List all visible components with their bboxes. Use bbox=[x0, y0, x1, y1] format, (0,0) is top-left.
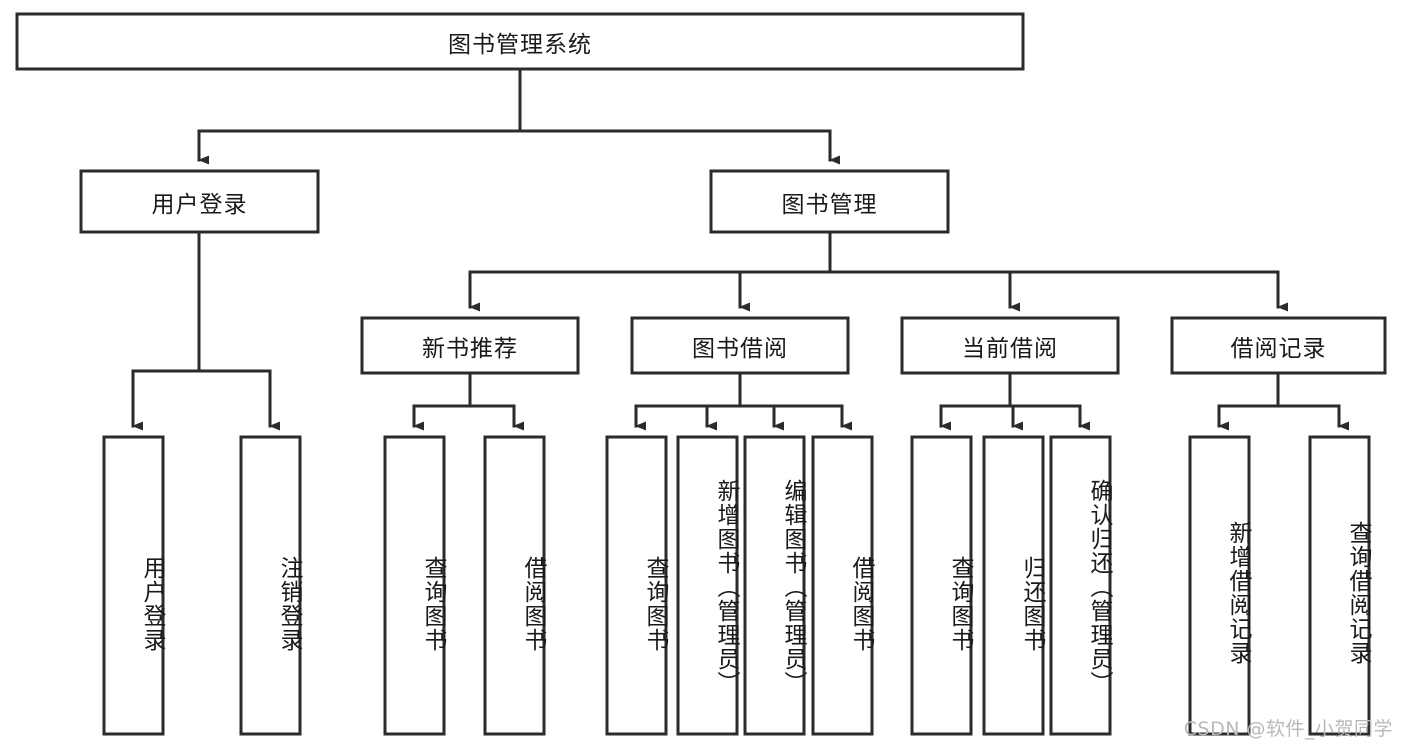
node-book-management[interactable] bbox=[709, 169, 950, 234]
connector-group-borrow-record bbox=[1217, 371, 1349, 431]
connector-group-new-book-recommend bbox=[412, 371, 524, 431]
node-leaf-add-borrow-record[interactable] bbox=[1188, 435, 1251, 736]
node-new-book-recommend[interactable] bbox=[360, 316, 580, 375]
node-leaf-query-book-recommend[interactable] bbox=[383, 435, 446, 736]
node-book-borrow[interactable] bbox=[630, 316, 850, 375]
connector-group-root bbox=[197, 67, 840, 165]
node-leaf-query-borrow-record[interactable] bbox=[1308, 435, 1371, 736]
node-leaf-user-login[interactable] bbox=[102, 435, 165, 736]
node-leaf-edit-book-admin[interactable] bbox=[743, 435, 806, 736]
node-leaf-query-book-borrow[interactable] bbox=[605, 435, 668, 736]
node-current-borrow[interactable] bbox=[900, 316, 1120, 375]
connector-group-user-login bbox=[131, 230, 280, 431]
node-leaf-add-book-admin[interactable] bbox=[676, 435, 739, 736]
node-leaf-return-book[interactable] bbox=[982, 435, 1045, 736]
node-leaf-borrow-book[interactable] bbox=[811, 435, 874, 736]
connector-group-book-borrow bbox=[634, 371, 852, 431]
node-user-login[interactable] bbox=[79, 169, 320, 234]
node-leaf-logout[interactable] bbox=[239, 435, 302, 736]
node-borrow-record[interactable] bbox=[1170, 316, 1387, 375]
connector-group-book-management bbox=[468, 230, 1288, 312]
node-leaf-query-book-current[interactable] bbox=[910, 435, 973, 736]
node-leaf-confirm-return-admin[interactable] bbox=[1049, 435, 1112, 736]
node-root[interactable] bbox=[15, 12, 1025, 71]
node-leaf-borrow-book-recommend[interactable] bbox=[483, 435, 546, 736]
connector-group-current-borrow bbox=[939, 371, 1090, 431]
